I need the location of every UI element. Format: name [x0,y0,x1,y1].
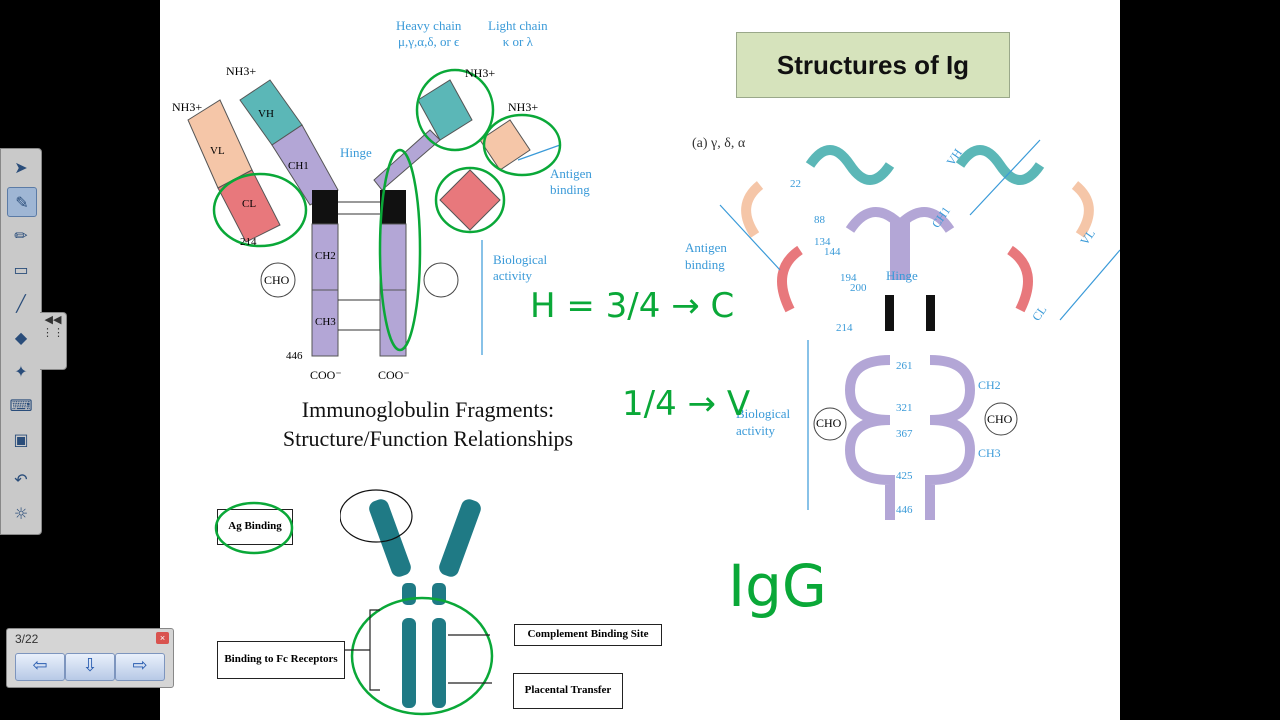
biological-activity-label: Biological activity [493,252,548,283]
residue-number: 194 [840,272,857,284]
nh3-label-3: NH3+ [465,66,496,80]
ch2-label-left: CH2 [315,250,336,262]
eraser-icon[interactable]: ▭ [13,259,29,279]
coo-label-1: COO⁻ [310,368,342,382]
residue-number: 200 [850,282,867,294]
pen-toolbar: ➤ ✎ ✏ ▭ ╱ ◆ ✦ ⌨ ▣ ↶ ☼ [0,148,42,535]
residue-number: 134 [814,236,831,248]
antigen-binding-label: Antigen binding [550,166,592,197]
residue-number: 446 [896,504,913,516]
pointer-icon[interactable]: ➤ [14,157,28,177]
handwritten-fraction-1: H = 3/4 → C [530,286,735,326]
residue-number: 144 [824,246,841,258]
pen-icon[interactable]: ✎ [7,187,37,217]
nh3-label-2: NH3+ [226,64,257,78]
next-page-button[interactable]: ⇨ [115,653,165,681]
residue-number: 22 [790,178,801,190]
figure-caption: Immunoglobulin Fragments:Structure/Funct… [282,397,574,451]
number-214-left: 214 [240,236,257,248]
page-count: 3/22 [15,632,39,646]
fc-receptors-box: Binding to Fc Receptors [217,641,345,679]
right-antigen-binding-label: Antigen binding [685,240,727,272]
cl-label-left: CL [242,198,257,210]
number-446-left: 446 [286,350,303,362]
placental-box: Placental Transfer [513,673,623,709]
right-black-margin [1120,0,1280,720]
undo-icon[interactable]: ↶ [14,469,28,489]
right-arm [373,79,531,231]
residue-number: 214 [836,322,853,334]
page-list-button[interactable]: ⇩ [65,653,115,681]
right-ch2-label: CH2 [978,378,1001,392]
close-icon[interactable]: × [156,632,169,644]
toolbar-collapse-button[interactable]: ◀◀⋮⋮ [40,312,67,370]
ch3-label-left: CH3 [315,316,336,328]
residue-number: 425 [896,470,913,482]
right-cho-label-1: CHO [816,416,842,430]
vl-label-left: VL [210,145,225,157]
nh3-label-4: NH3+ [508,100,539,114]
previous-page-button[interactable]: ⇦ [15,653,65,681]
ag-binding-circle [214,501,294,555]
residue-number: 321 [896,402,913,414]
right-ch3-label: CH3 [978,446,1001,460]
hinge-label: Hinge [340,145,372,160]
ag-binding-box: Ag Binding [217,509,293,545]
slide-title: Structures of Ig [736,32,1010,98]
handwritten-igg: IgG [728,552,827,620]
residue-number: 367 [896,428,913,440]
right-hinge-label: Hinge [886,268,918,283]
right-biological-activity-label: Biological activity [736,406,791,438]
left-arm [187,79,339,243]
complement-box: Complement Binding Site [514,624,662,646]
magic-pen-icon[interactable]: ✦ [14,361,28,381]
panel-label: (a) γ, δ, α [692,136,746,151]
ig-domain-diagram [719,139,1120,520]
residue-number: 261 [896,360,913,372]
keyboard-icon[interactable]: ⌨ [9,395,33,415]
vh-label-left: VH [258,108,274,120]
shape-icon[interactable]: ◆ [14,327,28,347]
line-icon[interactable]: ╱ [16,293,26,313]
settings-icon[interactable]: ☼ [13,503,29,523]
ribbon-antibody-diagram [340,489,494,716]
slide: Structures of Ig [160,0,1120,720]
nh3-label-1: NH3+ [172,100,203,114]
ch1-label-left: CH1 [288,160,309,172]
handwritten-fraction-2: 1/4 → V [622,384,751,424]
cho-label-left: CHO [264,273,290,287]
coo-label-2: COO⁻ [378,368,410,382]
right-cho-label-2: CHO [987,412,1013,426]
notes-icon[interactable]: ▣ [13,429,29,449]
antibody-structure-diagram [187,68,562,357]
highlighter-icon[interactable]: ✏ [14,225,28,245]
page-navigator: 3/22 × ⇦ ⇩ ⇨ [6,628,174,688]
residue-number: 88 [814,214,825,226]
